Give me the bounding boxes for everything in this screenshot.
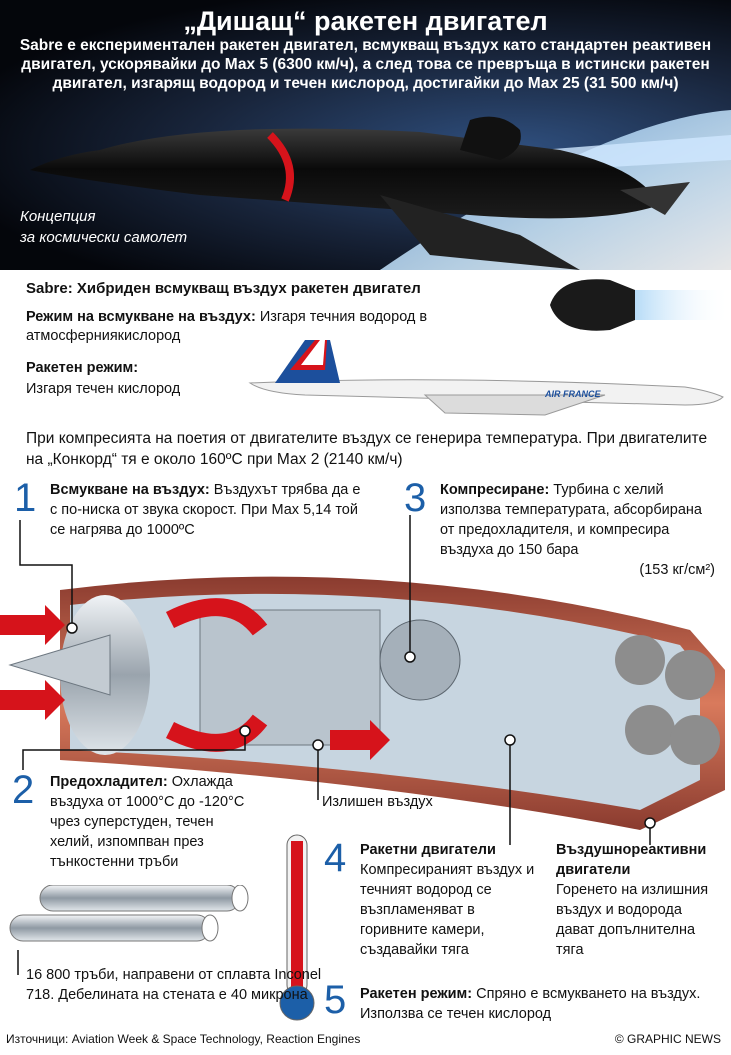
step-5-callout: Ракетен режим: Спряно е всмукването на в…: [360, 984, 725, 1024]
sabre-heading: Sabre: Хибриден всмукващ въздух ракетен …: [26, 280, 421, 297]
hero-space-background: [0, 0, 731, 270]
concept-label-line2: за космически самолет: [20, 229, 188, 246]
airbreathing-text: Горенето на излишния въздух и водорода д…: [556, 882, 709, 958]
concorde-illustration: AIR FRANCE: [248, 340, 724, 416]
thermometer-icon: [279, 834, 315, 1021]
air-mode-text: Изгаря течния водород в атмосферниякисло…: [26, 309, 428, 344]
concept-label: Концепция за космически самолет: [20, 206, 187, 248]
step-1-title: Всмукване на въздух:: [50, 482, 210, 498]
step-4-text: Компресираният въздух и течният водород …: [360, 862, 535, 958]
step-3-text: Турбина с хелий използва температурата, …: [440, 482, 702, 558]
step-5-title: Ракетен режим:: [360, 986, 473, 1002]
step-1-callout: Всмукване на въздух: Въздухът трябва да …: [50, 480, 370, 540]
step-3-extra: (153 кг/см²): [639, 562, 715, 578]
step-3-number: 3: [404, 476, 427, 520]
concept-label-line1: Концепция: [20, 208, 96, 225]
intro-text: При компресията на поетия от двигателите…: [26, 430, 708, 468]
step-4-number: 4: [324, 836, 347, 880]
spaceplane-illustration: [30, 110, 731, 270]
rocket-mode-description: Ракетен режим: Изгаря течен кислород: [26, 358, 180, 400]
page-title: „Дишащ“ ракетен двигател: [183, 6, 548, 36]
step-3-title: Компресиране:: [440, 482, 550, 498]
rocket-mode-title: Ракетен режим:: [26, 360, 139, 376]
sources-footer: Източници: Aviation Week & Space Technol…: [6, 1032, 361, 1046]
step-2-number: 2: [12, 768, 35, 812]
copyright: © GRAPHIC NEWS: [614, 1032, 721, 1046]
engine-cutaway-illustration: [0, 576, 725, 830]
step-4-title: Ракетни двигатели: [360, 842, 496, 858]
air-mode-description: Режим на всмукване на въздух: Изгаря теч…: [26, 308, 546, 346]
concorde-livery: AIR FRANCE: [544, 389, 601, 399]
step-5-text: Спряно е всмукването на въздух. Използва…: [360, 986, 701, 1022]
step-1-text: Въздухът трябва да е с по-ниска от звука…: [50, 482, 361, 538]
airbreathing-title: Въздушнореактивни двигатели: [556, 842, 707, 878]
step-2-callout: Предохладител: Охлажда въздуха от 1000°С…: [50, 772, 260, 872]
sabre-nacelle-illustration: [550, 279, 731, 331]
step-2-text: Охлажда въздуха от 1000°С до -120°С чрез…: [50, 774, 245, 870]
step-3-callout: Компресиране: Турбина с хелий използва т…: [440, 480, 715, 580]
air-mode-title: Режим на всмукване на въздух:: [26, 309, 256, 325]
step-1-number: 1: [14, 476, 37, 520]
page-subtitle: Sabre е експериментален ракетен двигател…: [19, 37, 712, 92]
tubes-note: 16 800 тръби, направени от сплавта Incon…: [26, 967, 322, 1003]
helium-tubes-illustration: [9, 885, 249, 942]
step-5-number: 5: [324, 978, 347, 1022]
step-2-title: Предохладител:: [50, 774, 168, 790]
rocket-mode-text: Изгаря течен кислород: [26, 381, 181, 397]
excess-air-label: Излишен въздух: [322, 794, 433, 810]
